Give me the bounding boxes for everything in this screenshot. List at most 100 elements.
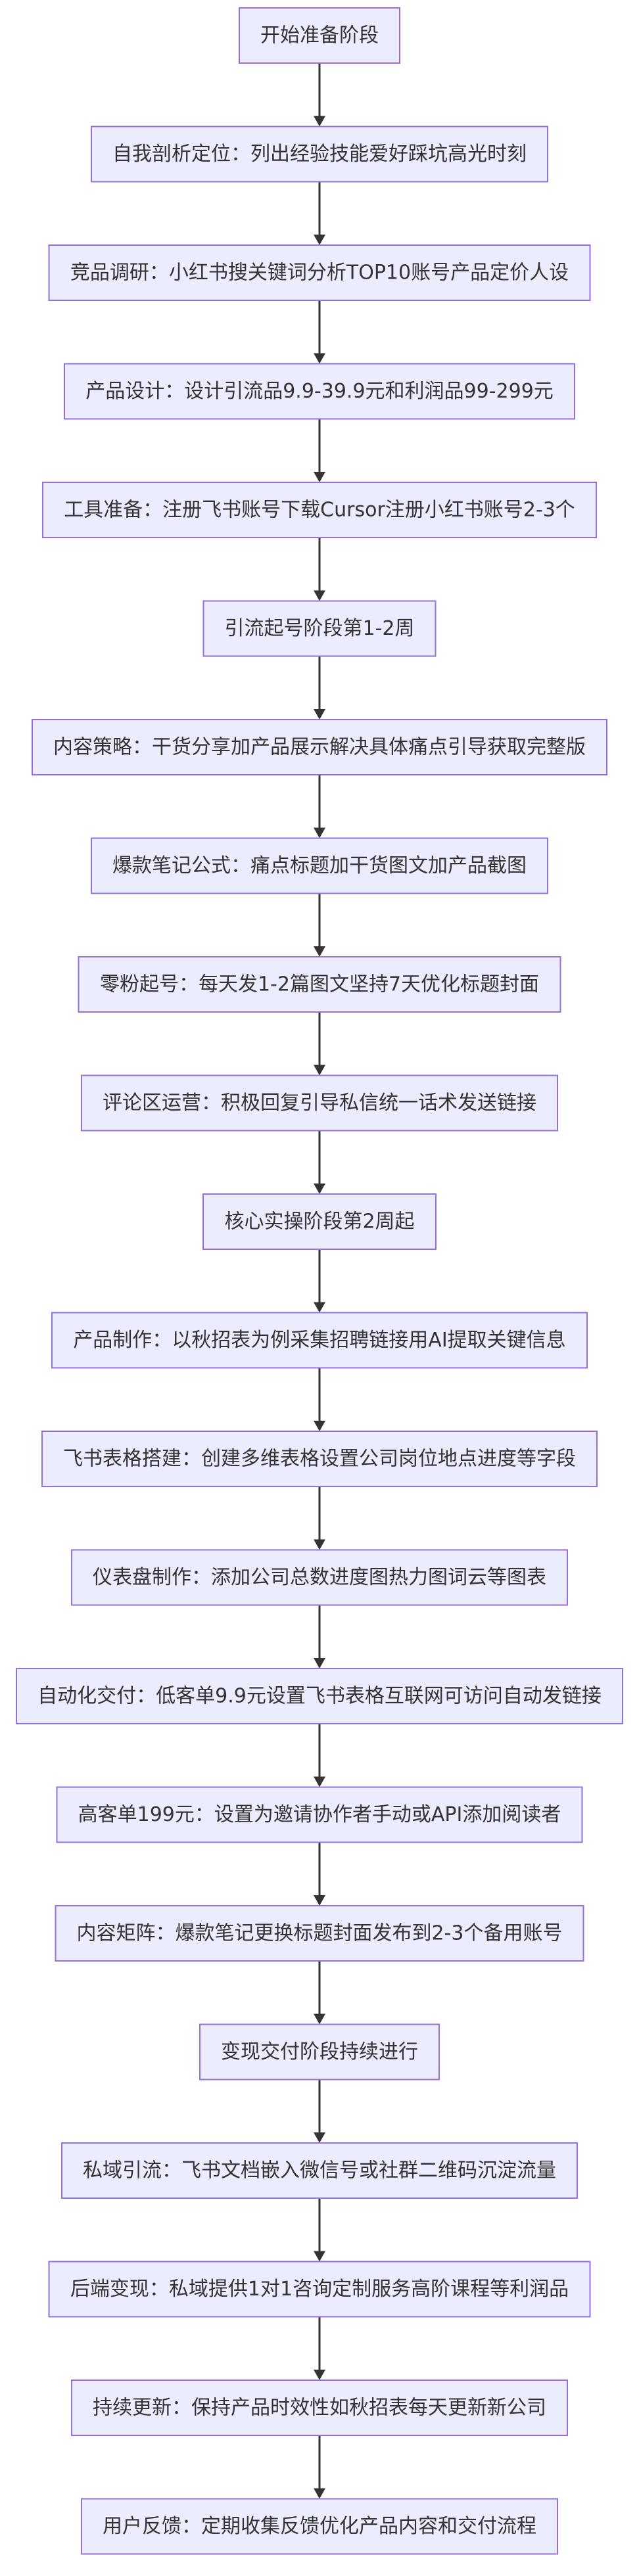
flow-node-n4: 产品设计：设计引流品9.9-39.9元和利润品99-299元 bbox=[64, 363, 575, 420]
flow-edge-arrowhead bbox=[314, 590, 325, 601]
flow-node-box bbox=[239, 7, 400, 64]
flow-node-box bbox=[55, 1905, 584, 1962]
flow-node-n8: 爆款笔记公式：痛点标题加干货图文加产品截图 bbox=[91, 837, 548, 894]
flow-edge-arrowhead bbox=[314, 2488, 325, 2499]
flow-edge-arrowhead bbox=[314, 1776, 325, 1787]
flow-node-box bbox=[51, 1312, 588, 1369]
flow-node-n12: 产品制作：以秋招表为例采集招聘链接用AI提取关键信息 bbox=[51, 1312, 588, 1369]
flow-edge-arrowhead bbox=[314, 1184, 325, 1194]
flow-edge-n13-n14 bbox=[314, 1486, 325, 1550]
flow-node-label: 产品设计：设计引流品9.9-39.9元和利润品99-299元 bbox=[85, 380, 554, 403]
flow-node-box bbox=[61, 2142, 578, 2199]
flow-edge-arrowhead bbox=[314, 827, 325, 839]
flow-edge-n21-n22 bbox=[314, 2435, 325, 2499]
flow-node-label: 仪表盘制作：添加公司总数进度图热力图词云等图表 bbox=[93, 1566, 546, 1589]
flow-edge-arrowhead bbox=[314, 116, 325, 127]
flow-node-box bbox=[64, 363, 575, 420]
flow-node-label: 产品制作：以秋招表为例采集招聘链接用AI提取关键信息 bbox=[73, 1329, 565, 1352]
flow-node-n15: 自动化交付：低客单9.9元设置飞书表格互联网可访问自动发链接 bbox=[16, 1668, 623, 1724]
flow-node-box bbox=[81, 2498, 558, 2555]
flow-edge-arrowhead bbox=[314, 1895, 325, 1906]
flow-edge-n12-n13 bbox=[314, 1368, 325, 1431]
flow-edge-arrowhead bbox=[314, 2132, 325, 2143]
flow-edge-arrowhead bbox=[314, 235, 325, 245]
flow-node-label: 零粉起号：每天发1-2篇图文坚持7天优化标题封面 bbox=[100, 973, 539, 996]
flow-node-box bbox=[71, 2380, 568, 2436]
flow-node-label: 评论区运营：积极回复引导私信统一话术发送链接 bbox=[103, 1092, 536, 1115]
flow-node-box bbox=[48, 244, 591, 301]
flow-edge-arrowhead bbox=[314, 1658, 325, 1668]
flow-edge-arrowhead bbox=[314, 472, 325, 482]
flow-node-label: 飞书表格搭建：创建多维表格设置公司岗位地点进度等字段 bbox=[63, 1448, 576, 1471]
flow-edge-n5-n6 bbox=[314, 538, 325, 601]
flow-node-box bbox=[32, 719, 607, 775]
flow-edge-n4-n5 bbox=[314, 419, 325, 482]
flow-edge-arrowhead bbox=[314, 946, 325, 957]
flow-node-box bbox=[199, 2023, 440, 2081]
flow-edge-arrowhead bbox=[314, 709, 325, 720]
flow-node-box bbox=[202, 1193, 437, 1250]
flow-node-box bbox=[42, 482, 597, 538]
flow-node-label: 自我剖析定位：列出经验技能爱好踩坑高光时刻 bbox=[112, 143, 527, 166]
flow-edge-n3-n4 bbox=[314, 300, 325, 364]
flow-node-label: 私域引流：飞书文档嵌入微信号或社群二维码沉淀流量 bbox=[83, 2159, 556, 2182]
flow-node-n22: 用户反馈：定期收集反馈优化产品内容和交付流程 bbox=[81, 2498, 558, 2555]
flow-edge-n17-n18 bbox=[314, 1961, 325, 2025]
flow-node-n18: 变现交付阶段持续进行 bbox=[199, 2023, 440, 2081]
flow-node-label: 爆款笔记公式：痛点标题加干货图文加产品截图 bbox=[112, 854, 527, 877]
flow-edge-arrowhead bbox=[314, 2370, 325, 2380]
flow-node-n10: 评论区运营：积极回复引导私信统一话术发送链接 bbox=[81, 1074, 558, 1132]
flow-edge-n11-n12 bbox=[314, 1249, 325, 1313]
flow-node-box bbox=[91, 837, 548, 894]
flow-node-n13: 飞书表格搭建：创建多维表格设置公司岗位地点进度等字段 bbox=[41, 1431, 598, 1487]
flow-edge-n10-n11 bbox=[314, 1130, 325, 1194]
flow-node-label: 高客单199元：设置为邀请协作者手动或API添加阅读者 bbox=[78, 1803, 561, 1826]
flow-node-n6: 引流起号阶段第1-2周 bbox=[202, 600, 437, 657]
flow-node-n11: 核心实操阶段第2周起 bbox=[202, 1193, 437, 1250]
flow-edge-arrowhead bbox=[314, 2013, 325, 2025]
flow-node-n16: 高客单199元：设置为邀请协作者手动或API添加阅读者 bbox=[56, 1786, 583, 1843]
flow-node-box bbox=[71, 1549, 568, 1606]
flow-node-n5: 工具准备：注册飞书账号下载Cursor注册小红书账号2-3个 bbox=[42, 482, 597, 538]
flow-edge-n2-n3 bbox=[314, 181, 325, 245]
flow-node-label: 变现交付阶段持续进行 bbox=[221, 2040, 418, 2063]
flow-edge-n6-n7 bbox=[314, 656, 325, 720]
flow-edge-n9-n10 bbox=[314, 1012, 325, 1076]
flow-node-label: 持续更新：保持产品时效性如秋招表每天更新新公司 bbox=[93, 2397, 546, 2420]
flow-node-box bbox=[78, 956, 561, 1013]
flow-node-label: 竞品调研：小红书搜关键词分析TOP10账号产品定价人设 bbox=[70, 262, 569, 285]
flow-node-n14: 仪表盘制作：添加公司总数进度图热力图词云等图表 bbox=[71, 1549, 568, 1606]
flow-node-n21: 持续更新：保持产品时效性如秋招表每天更新新公司 bbox=[71, 2380, 568, 2436]
flow-node-box bbox=[48, 2261, 591, 2318]
flow-edge-arrowhead bbox=[314, 1421, 325, 1431]
flow-node-n2: 自我剖析定位：列出经验技能爱好踩坑高光时刻 bbox=[91, 126, 548, 183]
flow-node-n20: 后端变现：私域提供1对1咨询定制服务高阶课程等利润品 bbox=[48, 2261, 591, 2318]
flow-node-n19: 私域引流：飞书文档嵌入微信号或社群二维码沉淀流量 bbox=[61, 2142, 578, 2199]
flow-edge-n18-n19 bbox=[314, 2079, 325, 2143]
flow-node-n3: 竞品调研：小红书搜关键词分析TOP10账号产品定价人设 bbox=[48, 244, 591, 301]
flow-node-label: 后端变现：私域提供1对1咨询定制服务高阶课程等利润品 bbox=[70, 2278, 569, 2301]
flow-node-box bbox=[56, 1786, 583, 1843]
flow-node-label: 核心实操阶段第2周起 bbox=[224, 1210, 414, 1233]
flow-node-n7: 内容策略：干货分享加产品展示解决具体痛点引导获取完整版 bbox=[32, 719, 607, 775]
flow-node-label: 内容矩阵：爆款笔记更换标题封面发布到2-3个备用账号 bbox=[77, 1922, 563, 1945]
flow-edge-n1-n2 bbox=[314, 63, 325, 127]
flow-edge-arrowhead bbox=[314, 1302, 325, 1313]
flow-node-n1: 开始准备阶段 bbox=[239, 7, 400, 64]
flow-edge-arrowhead bbox=[314, 2251, 325, 2262]
flow-node-label: 开始准备阶段 bbox=[260, 24, 379, 47]
flow-node-box bbox=[81, 1074, 558, 1132]
flow-node-box bbox=[16, 1668, 623, 1724]
flow-edge-arrowhead bbox=[314, 353, 325, 364]
edges-layer bbox=[314, 63, 325, 2499]
flow-node-label: 引流起号阶段第1-2周 bbox=[225, 617, 415, 640]
flow-node-box bbox=[41, 1431, 598, 1487]
flow-edge-n8-n9 bbox=[314, 893, 325, 957]
flow-edge-n20-n21 bbox=[314, 2316, 325, 2380]
flow-node-label: 用户反馈：定期收集反馈优化产品内容和交付流程 bbox=[103, 2515, 536, 2538]
flow-node-label: 内容策略：干货分享加产品展示解决具体痛点引导获取完整版 bbox=[53, 736, 586, 759]
flow-node-box bbox=[202, 600, 437, 657]
flow-edge-n7-n8 bbox=[314, 775, 325, 839]
flow-edge-n14-n15 bbox=[314, 1605, 325, 1668]
